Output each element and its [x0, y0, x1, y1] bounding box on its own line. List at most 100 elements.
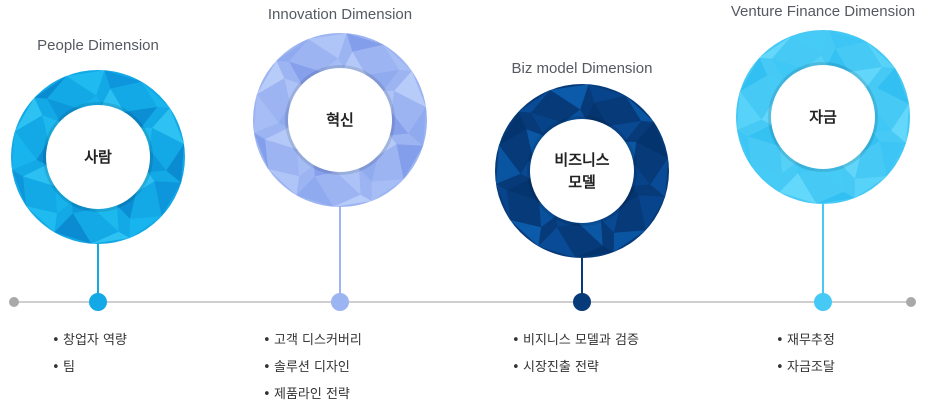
- ring-facet: [104, 70, 142, 89]
- ring-facet: [378, 135, 397, 156]
- ring-facet: [254, 94, 279, 133]
- ring-facet: [737, 129, 752, 166]
- dimension-center-label: 혁신: [326, 111, 354, 129]
- ring-facet: [866, 41, 895, 68]
- ring-facet: [371, 179, 404, 201]
- bullet-dot: •: [263, 360, 271, 375]
- ring-facet: [759, 36, 792, 59]
- timeline-marker: [89, 293, 107, 311]
- ring-facet: [72, 202, 95, 214]
- ring-facet: [636, 122, 668, 159]
- ring-facet: [538, 227, 576, 258]
- ring-facet: [518, 90, 551, 113]
- timeline-start-dot: [9, 297, 19, 307]
- ring-facet: [496, 145, 521, 184]
- inner-disc: [288, 68, 392, 172]
- ring-facet: [296, 176, 334, 207]
- dimension-item: 시장진출 전략: [523, 360, 599, 375]
- dimension-center-label: 모델: [568, 173, 596, 191]
- ring-facet: [608, 121, 642, 142]
- ring-facet: [879, 141, 907, 177]
- ring-facet: [308, 33, 347, 59]
- ring-facet: [34, 76, 67, 99]
- ring-facet: [136, 172, 155, 193]
- ring-facet: [510, 220, 542, 247]
- ring-facet: [737, 91, 762, 130]
- ring-facet: [772, 58, 804, 82]
- ring-facet: [620, 186, 639, 207]
- ring-facet: [166, 144, 184, 183]
- ring-facet: [748, 124, 780, 147]
- ring-facet: [276, 39, 309, 62]
- ring-facet: [94, 205, 119, 232]
- ring-facet: [333, 194, 372, 207]
- ring-facet: [394, 71, 426, 108]
- ring-facet: [314, 165, 337, 177]
- ring-facet: [531, 112, 563, 136]
- ring-facet: [829, 30, 867, 49]
- ring-facet: [54, 213, 92, 244]
- ring-facet: [55, 186, 72, 214]
- ring-facet: [891, 104, 909, 143]
- dimension-item: 솔루션 디자인: [274, 360, 350, 375]
- ring-facet: [12, 169, 27, 206]
- ring-facet: [91, 231, 130, 244]
- inner-disc: [46, 105, 150, 209]
- ring-facet: [780, 146, 797, 174]
- ring-facet: [336, 168, 361, 195]
- inner-disc: [530, 119, 634, 223]
- ring-facet: [346, 33, 384, 52]
- bullet-dot: •: [263, 387, 271, 402]
- dimension-item: 제품라인 전략: [274, 387, 350, 402]
- dimension-item: 고객 디스커버리: [274, 333, 362, 348]
- ring-facet: [877, 68, 909, 105]
- ring-facet: [297, 149, 314, 177]
- bullet-dot: •: [52, 360, 60, 375]
- timeline-end-dot: [906, 297, 916, 307]
- ring-facet: [601, 206, 621, 233]
- ring-facet: [268, 169, 300, 196]
- ring-facet: [496, 183, 511, 220]
- ring-facet: [359, 155, 379, 182]
- ring-facet: [539, 200, 556, 228]
- ring-facet: [556, 216, 579, 228]
- ring-facet: [141, 81, 170, 108]
- ring-facet: [872, 109, 892, 133]
- dimension-title: Venture Finance Dimension: [731, 3, 915, 20]
- ring-facet: [23, 164, 55, 187]
- dimension-item: 재무추정: [787, 333, 835, 348]
- ring-facet: [819, 165, 844, 192]
- dimension-title: People Dimension: [37, 37, 159, 54]
- ring-facet: [265, 127, 297, 150]
- ring-facet: [739, 57, 768, 92]
- ring-facet: [154, 181, 182, 217]
- dimension-item: 창업자 역량: [63, 333, 127, 348]
- ring-facet: [526, 129, 544, 156]
- dimension-center-label: 비즈니스: [554, 151, 609, 169]
- ring-facet: [147, 149, 167, 173]
- ring-facet: [256, 60, 285, 95]
- ring-facet: [47, 98, 79, 122]
- timeline-marker: [331, 293, 349, 311]
- ring-facet: [842, 152, 862, 179]
- ring-facet: [797, 162, 820, 174]
- ring-facet: [613, 230, 646, 252]
- ring-facet: [289, 61, 321, 85]
- dimension-item: 자금조달: [787, 360, 835, 375]
- timeline-marker: [814, 293, 832, 311]
- ring-facet: [650, 158, 668, 197]
- ring-facet: [124, 107, 158, 128]
- ring-facet: [117, 192, 137, 219]
- bullet-dot: •: [52, 333, 60, 348]
- ring-facet: [14, 97, 43, 132]
- ring-facet: [278, 104, 291, 128]
- bullet-dot: •: [512, 360, 520, 375]
- ring-facet: [854, 176, 887, 198]
- ring-facet: [625, 95, 654, 122]
- connectors-layer: [97, 202, 824, 302]
